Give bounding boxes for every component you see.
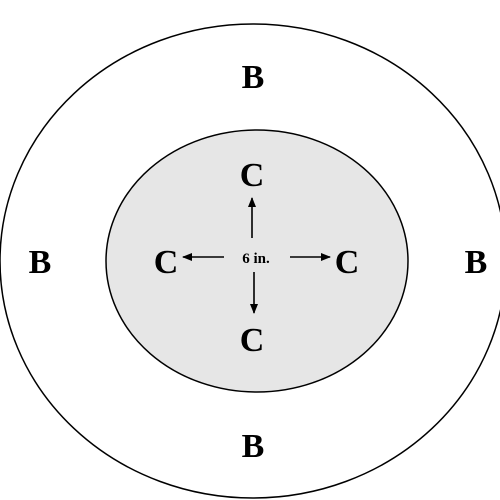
- inner-label-right: C: [335, 244, 360, 281]
- outer-label-top: B: [242, 59, 265, 96]
- inner-label-bottom: C: [240, 322, 265, 359]
- inner-zone-ellipse: [105, 129, 409, 393]
- inner-label-top: C: [240, 157, 265, 194]
- outer-label-right: B: [465, 244, 488, 281]
- inner-label-left: C: [154, 244, 179, 281]
- outer-label-left: B: [29, 244, 52, 281]
- outer-label-bottom: B: [242, 428, 265, 465]
- center-measurement-label: 6 in.: [242, 251, 270, 267]
